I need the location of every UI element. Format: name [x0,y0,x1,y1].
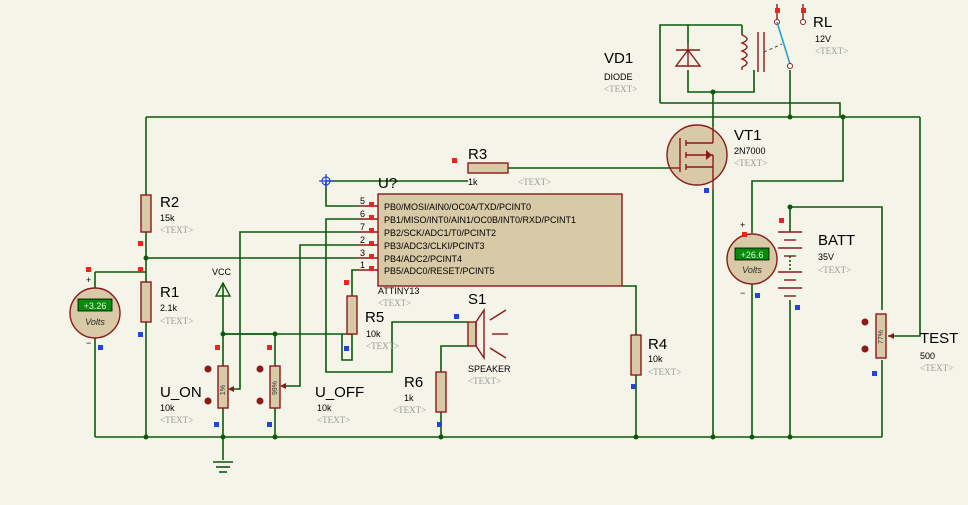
mcu-value: ATTINY13 [378,286,419,296]
resistor-r6[interactable]: R6 1k <TEXT> [393,371,447,427]
voltmeter-left-reading: +3.26 [84,301,107,311]
u-on-text: <TEXT> [160,415,193,425]
battery-text: <TEXT> [818,265,851,275]
mcu-pin[interactable]: 2 PB3/ADC3/CLKI/PCINT3 [358,235,485,251]
voltmeter-left[interactable]: +3.26 Volts + − [69,267,121,350]
mcu-pin[interactable]: 5 PB0/MOSI/AIN0/OC0A/TXD/PCINT0 [358,196,531,212]
mcu-pin-name: PB0/MOSI/AIN0/OC0A/TXD/PCINT0 [384,202,531,212]
r4-ref: R4 [648,336,667,353]
u-on-value: 10k [160,403,175,413]
svg-text:−: − [86,338,91,348]
diode-text: <TEXT> [604,84,637,94]
mcu-pin-number: 1 [360,260,365,270]
u-off-ref: U_OFF [315,384,364,401]
mcu-pin-name: PB2/SCK/ADC1/T0/PCINT2 [384,228,496,238]
diode-value: DIODE [604,72,633,82]
resistor-r1[interactable]: R1 2.1k <TEXT> [138,267,193,337]
svg-text:+: + [740,220,745,230]
mcu-pin-number: 7 [360,222,365,232]
test-ref: TEST [920,330,958,347]
mcu-pin-name: PB5/ADC0/RESET/PCINT5 [384,266,495,276]
r5-text: <TEXT> [366,341,399,351]
r2-text: <TEXT> [160,225,193,235]
diode-ref: VD1 [604,50,633,67]
r6-value: 1k [404,393,414,403]
u-off-value: 10k [317,403,332,413]
mcu-pin[interactable]: 6 PB1/MISO/INT0/AIN1/OC0B/INT0/RXD/PCINT… [358,209,576,225]
probe-cross-icon [319,174,333,188]
mcu-pin-number: 5 [360,196,365,206]
test-percent: 77% [878,330,885,344]
battery-ref: BATT [818,232,855,249]
resistor-r4[interactable]: R4 10k <TEXT> [630,334,681,389]
voltmeter-right[interactable]: +26.6 Volts + − [726,220,778,298]
mosfet-value: 2N7000 [734,146,766,156]
battery-value: 35V [818,252,834,262]
u-on-ref: U_ON [160,384,202,401]
r2-value: 15k [160,213,175,223]
r3-text: <TEXT> [518,177,551,187]
relay-text: <TEXT> [815,46,848,56]
u-off-text: <TEXT> [317,415,350,425]
mcu-pin[interactable]: 3 PB4/ADC2/PCINT4 [358,248,462,264]
vcc-terminal[interactable]: VCC [212,267,232,300]
r1-ref: R1 [160,284,179,301]
voltmeter-right-reading: +26.6 [741,250,764,260]
relay-value: 12V [815,34,831,44]
svg-text:+: + [86,275,91,285]
svg-text:−: − [740,288,745,298]
potentiometer-u-on[interactable]: 1% U_ON 10k <TEXT> [160,345,234,427]
r5-ref: R5 [365,309,384,326]
speaker-ref: S1 [468,291,486,308]
r5-value: 10k [366,329,381,339]
voltmeter-right-unit: Volts [742,265,762,275]
mosfet-ref: VT1 [734,127,762,144]
mcu-pin[interactable]: 7 PB2/SCK/ADC1/T0/PCINT2 [358,222,496,238]
mcu-text: <TEXT> [378,298,411,308]
voltmeter-left-unit: Volts [85,317,105,327]
resistor-r3[interactable]: R3 1k <TEXT> [452,146,551,187]
resistor-r5[interactable]: R5 10k <TEXT> [344,280,399,351]
u-off-percent: 99% [272,381,279,395]
mcu-attiny13[interactable]: U? ATTINY13 <TEXT> 5 PB0/MOSI/AIN0/OC0A/… [358,175,623,308]
r1-text: <TEXT> [160,316,193,326]
r6-ref: R6 [404,374,423,391]
mcu-pin-number: 6 [360,209,365,219]
mosfet-vt1[interactable]: VT1 2N7000 <TEXT> [666,124,767,193]
ground-symbol [213,461,233,473]
test-text: <TEXT> [920,363,953,373]
mcu-ref: U? [378,175,397,192]
battery-batt[interactable]: BATT 35V <TEXT> [778,218,855,310]
r4-value: 10k [648,354,663,364]
potentiometer-u-off[interactable]: 99% U_OFF 10k <TEXT> [256,345,365,427]
mcu-pin[interactable]: 1 PB5/ADC0/RESET/PCINT5 [358,260,495,276]
r2-ref: R2 [160,194,179,211]
relay-ref: RL [813,14,832,31]
r3-value: 1k [468,177,478,187]
speaker-s1[interactable]: S1 SPEAKER <TEXT> [454,291,511,386]
speaker-text: <TEXT> [468,376,501,386]
mcu-pin-list: 5 PB0/MOSI/AIN0/OC0A/TXD/PCINT0 6 PB1/MI… [358,196,576,276]
u-on-percent: 1% [220,385,227,395]
r3-ref: R3 [468,146,487,163]
vcc-label: VCC [212,267,232,277]
resistor-r2[interactable]: R2 15k <TEXT> [138,194,193,246]
test-value: 500 [920,351,935,361]
mcu-pin-name: PB1/MISO/INT0/AIN1/OC0B/INT0/RXD/PCINT1 [384,215,576,225]
r6-text: <TEXT> [393,405,426,415]
mcu-pin-name: PB3/ADC3/CLKI/PCINT3 [384,241,485,251]
mosfet-text: <TEXT> [734,158,767,168]
speaker-value: SPEAKER [468,364,511,374]
r1-value: 2.1k [160,303,178,313]
mcu-pin-number: 3 [360,248,365,258]
diode-vd1[interactable]: VD1 DIODE <TEXT> [604,45,702,94]
r4-text: <TEXT> [648,367,681,377]
wires [94,24,921,460]
mcu-pin-number: 2 [360,235,365,245]
relay-rl[interactable]: RL 12V <TEXT> [740,4,848,72]
mcu-pin-name: PB4/ADC2/PCINT4 [384,254,462,264]
junctions [143,89,846,440]
potentiometer-test[interactable]: 77% TEST 500 <TEXT> [861,313,959,376]
